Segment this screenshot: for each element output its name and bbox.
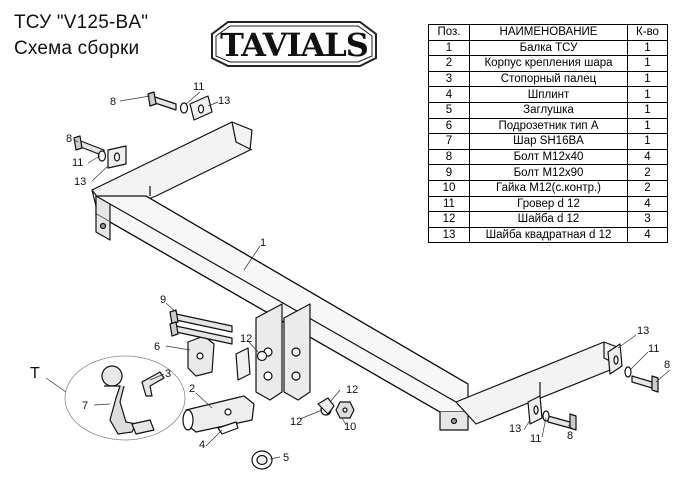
callout-8-right-upper: 8 [664,359,670,371]
callout-1: 1 [260,237,266,249]
kit-outline [64,355,186,441]
cell-name: Шплинт [469,86,628,103]
washers-right [527,343,632,425]
callout-5: 5 [283,452,289,464]
cell-name: Шайба квадратная d 12 [469,226,628,244]
end-plug [251,450,273,470]
callout-8-left: 8 [66,133,72,145]
washers-upper [97,95,213,169]
callout-8-upper: 8 [110,96,116,108]
assembly-subtitle: Схема сборки [14,38,140,59]
callout-11-lower: 11 [530,433,541,445]
callout-8-right-lower: 8 [567,430,573,442]
parts-table-header: Поз. НАИМЕНОВАНИЕ К-во [428,24,668,41]
callout-12-nut: 12 [346,384,358,396]
bolt-9-pair [169,309,233,345]
tow-ball [101,365,155,435]
callouts: 1 2 3 4 5 6 7 8 8 8 8 9 10 11 11 11 11 1… [30,81,670,464]
model-title: ТСУ "V125-BA" [14,12,149,33]
cotter-pin [217,421,239,435]
callout-4: 4 [199,439,205,451]
lock-pin [141,371,165,397]
callout-12-lower: 12 [290,416,302,428]
callout-3: 3 [165,368,171,380]
callout-11-upper: 11 [193,81,204,93]
col-header-position: Поз. [428,24,470,41]
cell-qty: 1 [627,55,668,72]
cell-name: Гровер d 12 [469,195,628,213]
callout-7: 7 [82,400,88,412]
ball-mount-body [182,395,255,433]
callout-11-right: 11 [648,343,659,355]
callout-13-right: 13 [637,325,649,337]
callout-2: 2 [189,383,195,395]
callout-12-bracket: 12 [240,333,252,345]
socket-bracket [187,335,215,377]
callout-13-left: 13 [74,176,86,188]
cell-qty: 4 [627,226,668,244]
hitch-mount-plates [255,303,311,401]
nuts-washers [235,347,355,419]
callout-13-lower: 13 [509,423,521,435]
cell-qty: 4 [627,195,668,213]
callout-kit-t: T [30,365,40,382]
tavials-logo: TAVIALS [211,21,377,67]
callout-10: 10 [344,421,356,433]
logo-text: TAVIALS [220,26,368,64]
bolt-8-upper [147,91,177,111]
callout-11-left: 11 [72,157,83,169]
cell-name: Заглушка [469,101,628,119]
leader-lines [45,91,671,460]
cell-name: Шайба d 12 [469,211,628,228]
callout-9: 9 [160,294,166,306]
callout-13-upper: 13 [218,95,230,107]
bolt-8-right-upper [631,375,659,393]
callout-6: 6 [154,341,160,353]
